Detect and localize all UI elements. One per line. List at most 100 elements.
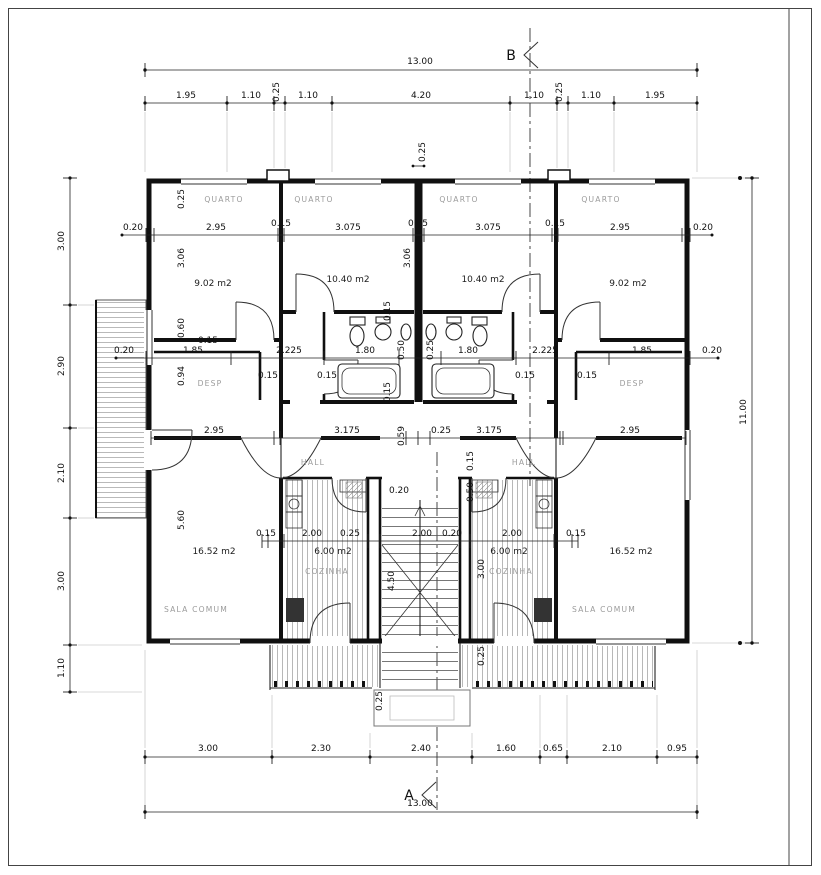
section-label-b: B — [506, 48, 516, 64]
dim-label: 0.15 — [383, 301, 393, 321]
dim-right-total: 11.00 — [738, 176, 759, 645]
dim-label: 0.25 — [555, 82, 565, 102]
arch-hall-right — [515, 437, 597, 479]
dim-label: 1.95 — [645, 91, 665, 101]
wall-pier-right — [547, 169, 571, 182]
room-label-cozinha-left: COZINHA — [305, 567, 349, 576]
wall-pier-left — [266, 169, 290, 182]
bathrooms — [337, 316, 495, 399]
bathtub-right — [431, 363, 495, 399]
dim-label: 1.80 — [458, 346, 478, 356]
dim-label: 2.95 — [610, 223, 630, 233]
windows — [144, 169, 692, 646]
dim-label: 1.10 — [241, 91, 261, 101]
dim-label: 5.60 — [177, 510, 187, 530]
bathtub-left — [337, 363, 401, 399]
toilet-right — [472, 325, 488, 347]
dim-label: 1.10 — [581, 91, 601, 101]
dim-label: 0.59 — [397, 426, 407, 446]
dim-label: 0.15 — [271, 219, 291, 229]
dim-label: 0.95 — [667, 744, 687, 754]
dim-left-chain: 3.00 2.90 2.10 3.00 1.10 — [57, 176, 77, 694]
dim-label: 1.85 — [632, 346, 652, 356]
dim-label: 0.25 — [431, 426, 451, 436]
dim-label: 0.15 — [577, 371, 597, 381]
dim-label: 0.50 — [397, 340, 407, 360]
section-arrow-a — [421, 781, 437, 809]
area-label-cozinha-right: 6.00 m2 — [490, 547, 527, 557]
stair-exit-treads — [382, 645, 458, 685]
dim-label: 3.075 — [475, 223, 501, 233]
entry-landing — [373, 689, 471, 727]
dim-label: 0.25 — [340, 529, 360, 539]
interior-dims: 0.20 2.95 0.15 3.075 0.25 3.075 0.15 2.9… — [114, 189, 722, 711]
dim-top-chain: 1.95 1.10 0.25 1.10 4.20 1.10 0.25 1.10 … — [143, 82, 699, 111]
dim-label: 2.95 — [204, 426, 224, 436]
staircase — [378, 478, 462, 688]
dim-label: 0.15 — [515, 371, 535, 381]
dim-label: 2.225 — [276, 346, 302, 356]
dim-label: 1.10 — [524, 91, 544, 101]
kitchen-sink-right — [538, 498, 550, 510]
bidet-left — [400, 323, 412, 341]
area-label-sala-left: 16.52 m2 — [192, 547, 235, 557]
dim-label: 0.25 — [177, 189, 187, 209]
dim-label: 0.20 — [442, 529, 462, 539]
dim-label: 1.10 — [57, 658, 67, 678]
dim-label: 3.00 — [57, 231, 67, 251]
door-porch-left — [309, 602, 351, 644]
door-kitchen-left — [331, 477, 367, 513]
section-arrow-b — [523, 41, 539, 69]
door-porch-right — [493, 602, 535, 644]
sink-tap-left — [375, 316, 391, 324]
section-label-a: A — [404, 788, 414, 804]
dim-label: 0.20 — [123, 223, 143, 233]
area-label-cozinha-left: 6.00 m2 — [314, 547, 351, 557]
dim-label: 1.95 — [176, 91, 196, 101]
stove-right — [534, 598, 552, 622]
dim-label: 3.175 — [476, 426, 502, 436]
area-labels: 9.02 m2 10.40 m2 10.40 m2 9.02 m2 16.52 … — [192, 275, 652, 557]
dim-label: 3.175 — [334, 426, 360, 436]
door-bedroom-ol — [235, 301, 275, 341]
sheet-frame — [8, 8, 812, 866]
extension-lines — [78, 112, 758, 806]
dim-label: 13.00 — [407, 57, 433, 67]
dim-label: 4.20 — [411, 91, 431, 101]
dim-label: 0.15 — [383, 382, 393, 402]
dim-label: 2.95 — [206, 223, 226, 233]
toilet-left — [349, 325, 365, 347]
stair-cross-2 — [381, 544, 459, 641]
room-labels: QUARTO QUARTO QUARTO QUARTO DESP DESP HA… — [164, 195, 645, 614]
dim-label: 2.00 — [302, 529, 322, 539]
dim-label: 0.65 — [543, 744, 563, 754]
porch — [269, 645, 656, 690]
dim-label: 0.60 — [177, 318, 187, 338]
area-label-quarto-2: 10.40 m2 — [326, 275, 369, 285]
entry-steps — [373, 689, 471, 727]
dim-label: 2.30 — [311, 744, 331, 754]
dim-label: 0.15 — [566, 529, 586, 539]
door-bedroom-mr — [501, 273, 541, 313]
dim-label: 0.15 — [466, 451, 476, 471]
bidet-right — [425, 323, 437, 341]
dim-top-total: 13.00 — [143, 57, 699, 77]
area-label-sala-right: 16.52 m2 — [609, 547, 652, 557]
door-kitchen-right — [471, 477, 507, 513]
dim-center-top: 0.25 — [411, 142, 428, 168]
dim-label: 2.90 — [57, 356, 67, 376]
porch-floor-right — [462, 645, 655, 687]
arch-hall-left — [240, 437, 322, 479]
dim-label: 2.10 — [602, 744, 622, 754]
dim-label: 3.00 — [477, 559, 487, 579]
balcony-left — [95, 299, 147, 519]
dim-label: 0.15 — [198, 336, 218, 346]
dim-label: 0.15 — [258, 371, 278, 381]
area-label-quarto-4: 9.02 m2 — [609, 279, 646, 289]
room-label-desp-right: DESP — [620, 379, 645, 388]
toilet-tank-left — [349, 316, 366, 326]
kitchen-sink-left — [288, 498, 300, 510]
dim-label: 0.20 — [693, 223, 713, 233]
dim-label: 13.00 — [407, 799, 433, 809]
